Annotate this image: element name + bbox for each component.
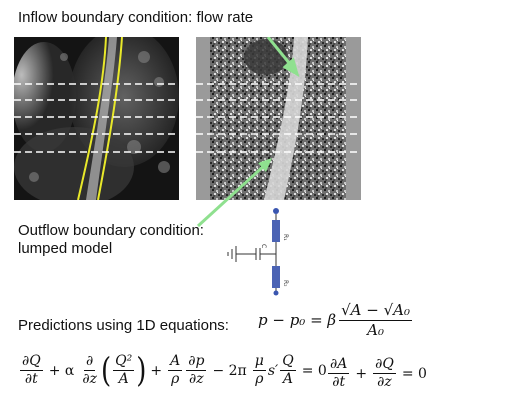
plus-alpha: + α [48,362,75,379]
circuit-node-bottom [273,290,279,296]
s-prime: s′ [267,362,279,379]
vessel-outline-right [97,37,123,200]
label-r1: R₁ [282,234,289,241]
frac-dz3: ∂z [377,374,392,391]
resistor-r2 [272,266,280,288]
frac-dz: ∂z [82,371,97,388]
frac-a2: A [282,371,294,388]
pressure-lhs: p − p₀ = β [258,311,337,329]
pressure-numerator: √A − √A₀ [339,301,413,321]
frac-q2: Q² [113,353,135,372]
frac-q: Q [280,353,296,372]
frac-a-num: A [168,353,183,372]
mri-phase-contrast-image [196,37,361,200]
equals-zero: = 0 [301,362,327,379]
pressure-denominator: A₀ [367,320,384,339]
label-r2: R₂ [282,280,289,287]
frac-rho2: ρ [255,371,264,388]
label-c: C [260,244,267,248]
mass-equation: ∂A∂t + ∂Q∂z = 0 [326,356,431,391]
lumped-circuit-diagram: R₁ C R₂ [227,208,289,296]
frac-d: ∂ [84,353,96,372]
frac-da: ∂A [328,356,350,375]
pressure-equation: p − p₀ = β √A − √A₀ A₀ [258,302,414,338]
resistor-r1 [272,220,280,242]
mri-magnitude-image [14,37,179,200]
outflow-heading-line1: Outflow boundary condition: [18,222,204,239]
minus-2pi: − 2π [212,362,247,379]
frac-mu: μ [252,353,266,372]
frac-dq: ∂Q [20,353,43,372]
equals-zero-mass: = 0 [401,365,427,382]
frac-dz2: ∂z [189,371,204,388]
frac-dt: ∂t [24,371,38,388]
mri-magnitude-graphic [14,37,179,200]
predictions-heading: Predictions using 1D equations: [18,317,229,334]
vessel-outline-left [77,37,107,200]
plus-sign-mass: + [355,365,368,382]
frac-dp: ∂p [186,353,207,372]
phase-contrast-graphic [196,37,361,200]
circuit-node-top [273,208,279,214]
frac-dt2: ∂t [332,374,346,391]
outflow-heading-line2: lumped model [18,240,113,257]
frac-dq2: ∂Q [373,356,396,375]
plus-sign: + [150,362,163,379]
frac-rho: ρ [171,371,180,388]
inflow-heading: Inflow boundary condition: flow rate [18,9,254,26]
outflow-arrow [196,158,272,228]
frac-a: A [118,371,129,388]
